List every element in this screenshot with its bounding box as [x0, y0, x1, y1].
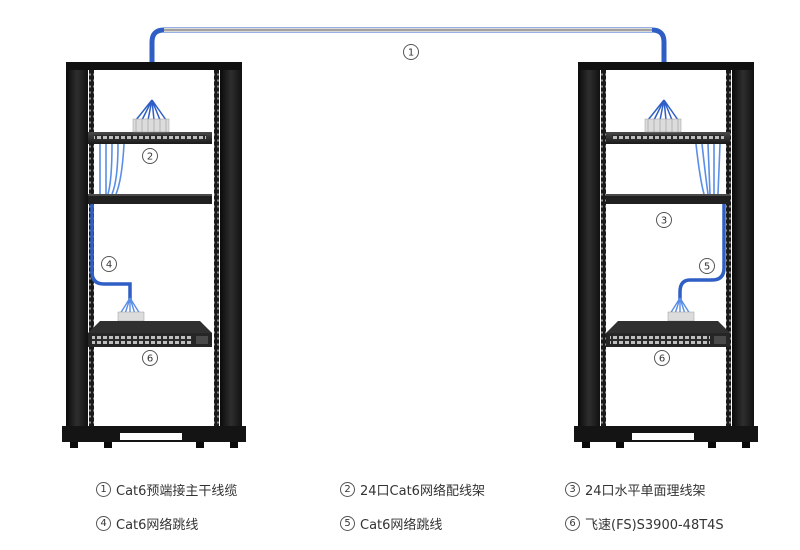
right-patch-panel	[606, 132, 730, 144]
legend: 1 Cat6预端接主干线缆 2 24口Cat6网络配线架 3 24口水平单面理线…	[0, 474, 800, 550]
legend-number: 4	[96, 516, 111, 531]
legend-label: 24口水平单面理线架	[585, 484, 706, 499]
callout-6-left: 6	[142, 350, 158, 366]
legend-number: 6	[565, 516, 580, 531]
left-patch-cable-4	[90, 204, 145, 322]
legend-item-6: 6 飞速(FS)S3900-48T4S	[565, 514, 724, 533]
legend-label: Cat6网络跳线	[116, 518, 199, 533]
legend-number: 2	[340, 482, 355, 497]
callout-5: 5	[699, 258, 715, 274]
legend-label: 24口Cat6网络配线架	[360, 484, 485, 499]
right-patch-cable-5	[667, 204, 726, 322]
legend-item-2: 2 24口Cat6网络配线架	[340, 480, 485, 499]
left-trunk-fanout	[132, 99, 170, 133]
legend-item-5: 5 Cat6网络跳线	[340, 514, 442, 533]
trunk-cable	[149, 27, 667, 123]
svg-text:2: 2	[147, 152, 153, 163]
legend-label: Cat6网络跳线	[360, 518, 443, 533]
callout-3: 3	[656, 212, 672, 228]
svg-text:6: 6	[147, 354, 153, 365]
callout-1: 1	[403, 44, 419, 60]
legend-label: Cat6预端接主干线缆	[116, 484, 238, 499]
svg-text:4: 4	[106, 260, 112, 271]
callout-2: 2	[142, 148, 158, 164]
callout-6-right: 6	[654, 350, 670, 366]
svg-text:6: 6	[659, 354, 665, 365]
right-trunk-fanout	[644, 99, 682, 133]
svg-text:3: 3	[661, 216, 667, 227]
svg-text:5: 5	[704, 262, 710, 273]
right-switch	[606, 321, 730, 347]
left-cable-manager	[88, 194, 212, 204]
right-cable-manager	[606, 194, 730, 204]
left-switch	[88, 321, 212, 347]
left-patch-panel	[88, 132, 212, 144]
legend-item-1: 1 Cat6预端接主干线缆	[96, 480, 237, 499]
legend-number: 5	[340, 516, 355, 531]
legend-number: 1	[96, 482, 111, 497]
legend-item-3: 3 24口水平单面理线架	[565, 480, 706, 499]
legend-item-4: 4 Cat6网络跳线	[96, 514, 198, 533]
svg-text:1: 1	[408, 48, 414, 59]
left-patch-cords	[99, 143, 125, 195]
left-rack	[62, 62, 246, 448]
callout-4: 4	[101, 256, 117, 272]
legend-number: 3	[565, 482, 580, 497]
legend-label: 飞速(FS)S3900-48T4S	[585, 518, 724, 533]
right-patch-cords	[695, 143, 721, 195]
